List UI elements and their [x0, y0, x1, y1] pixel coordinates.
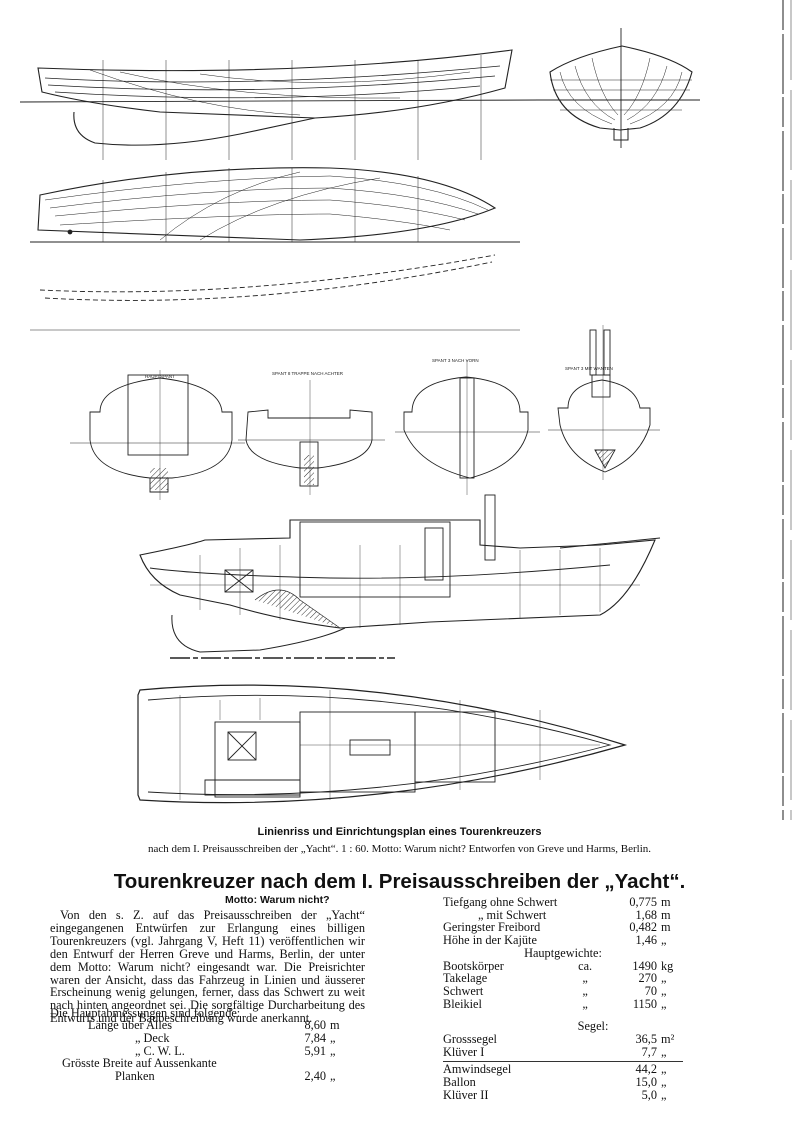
half-breadth-plan-drawing [30, 167, 520, 243]
table-row: Grösste Breite auf Aussenkante [62, 1056, 217, 1071]
divider [443, 1061, 683, 1063]
interior-profile-drawing [139, 494, 661, 659]
table-row: Bleikiel„1150„ [443, 996, 667, 1011]
main-dimensions-table: Länge über Alles 8,60 m „ Deck 7,84 „ „ … [50, 1019, 340, 1083]
sheer-plan-drawing [19, 49, 541, 160]
weights-header: Hauptgewichte: [524, 945, 602, 960]
deck-curves-drawing [30, 254, 520, 331]
article-motto: Motto: Warum nicht? [225, 894, 330, 906]
table-row: Takelage„270„ [443, 971, 667, 986]
table-row: Länge über Alles 8,60 m [88, 1018, 340, 1032]
section-hauptspant [70, 370, 245, 500]
section-spant-3 [395, 360, 540, 495]
yacht-lines-drawing: HAUPTSPANT SPANT 8 TRAPPE NACH ACHTER SP… [19, 0, 792, 820]
section-spant-3-wanten [548, 325, 660, 480]
article-title: Tourenkreuzer nach dem I. Preisausschrei… [113, 870, 686, 893]
dims-intro: Die Hauptabmessungen sind folgende: [50, 1006, 241, 1020]
table-row: Schwert„70„ [443, 983, 667, 998]
table-row: „ C. W. L. 5,91 „ [135, 1043, 336, 1058]
sails-header: Segel: [577, 1019, 609, 1034]
table-row: „ Deck 7,84 „ [135, 1030, 336, 1045]
label-hauptspant: HAUPTSPANT [145, 374, 175, 379]
article-body: Von den s. Z. auf das Preisausschreiben … [50, 908, 365, 1026]
interior-plan-drawing [137, 684, 628, 804]
body-plan-drawing [540, 28, 700, 148]
table-row: Planken 2,40 „ [115, 1069, 336, 1084]
label-spant-8: SPANT 8 TRAPPE NACH ACHTER [272, 371, 344, 376]
label-spant-3: SPANT 3 NACH VORN [432, 358, 479, 363]
label-spant-3-wanten: SPANT 3 MIT WANTEN [565, 366, 613, 371]
figure-caption-title: Linienriss und Einrichtungsplan eines To… [257, 826, 542, 838]
figure-caption-text: nach dem I. Preisausschreiben der „Yacht… [147, 843, 652, 855]
section-spant-8 [238, 380, 385, 495]
